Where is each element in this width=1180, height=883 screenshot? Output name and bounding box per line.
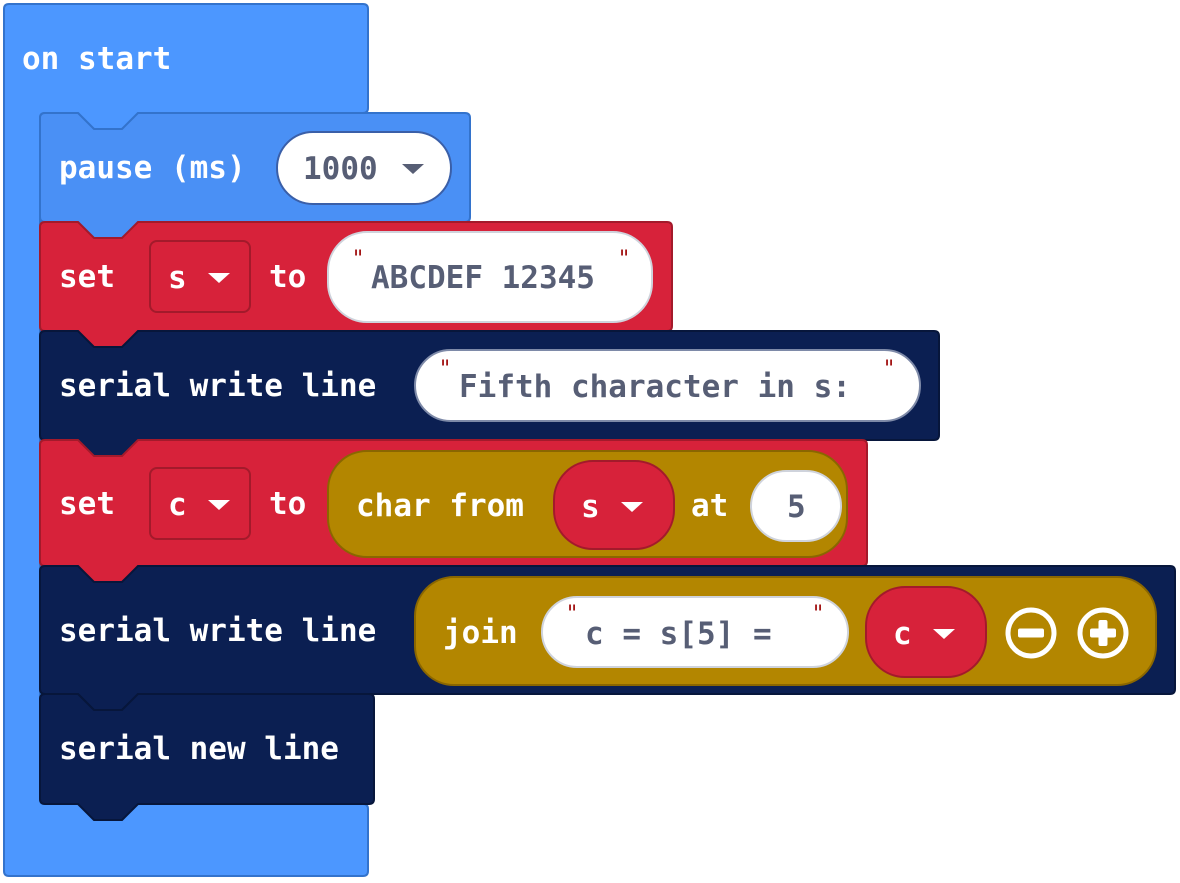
string-abcdef-value: ABCDEF 12345 — [371, 260, 595, 296]
variable-c-name: c — [168, 487, 187, 523]
variable-c-name: c — [893, 616, 912, 652]
quote-open-icon: " — [440, 357, 451, 382]
set-label: set — [59, 259, 115, 295]
set-label: set — [59, 486, 115, 522]
char-from-block[interactable]: char from s at 5 — [327, 450, 848, 558]
join-block[interactable]: join " c = s[5] = " c — [414, 576, 1157, 686]
serial-write-line-label: serial write line — [59, 368, 377, 404]
variable-s-reporter[interactable]: s — [553, 460, 675, 550]
chevron-down-icon — [208, 500, 230, 510]
string-fifth-character-input[interactable]: " Fifth character in s: " — [414, 349, 921, 422]
pause-label: pause (ms) — [59, 150, 246, 186]
chevron-down-icon — [621, 502, 643, 512]
quote-open-icon: " — [567, 602, 578, 627]
variable-s-name: s — [581, 489, 600, 525]
quote-close-icon: " — [813, 602, 824, 627]
index-value: 5 — [787, 489, 806, 525]
serial-write-line-label: serial write line — [59, 613, 377, 649]
serial-new-line-label: serial new line — [59, 731, 339, 767]
on-start-label: on start — [22, 41, 172, 77]
string-abcdef-input[interactable]: " ABCDEF 12345 " — [327, 231, 653, 323]
string-c-equals-input[interactable]: " c = s[5] = " — [541, 596, 849, 668]
quote-open-icon: " — [353, 247, 364, 272]
to-label: to — [269, 259, 307, 295]
at-label: at — [691, 488, 729, 524]
quote-close-icon: " — [884, 357, 895, 382]
variable-c-reporter[interactable]: c — [865, 586, 987, 678]
index-input[interactable]: 5 — [750, 470, 842, 542]
pause-duration-dropdown[interactable]: 1000 — [276, 131, 452, 205]
variable-s-name: s — [168, 260, 187, 296]
plus-circle-icon[interactable] — [1076, 606, 1130, 660]
pause-duration-value: 1000 — [303, 151, 378, 187]
chevron-down-icon — [933, 629, 955, 639]
minus-circle-icon[interactable] — [1004, 606, 1058, 660]
join-label: join — [443, 615, 518, 651]
chevron-down-icon — [208, 273, 230, 283]
string-c-equals-value: c = s[5] = — [585, 616, 791, 652]
variable-s-dropdown[interactable]: s — [149, 240, 251, 313]
quote-close-icon: " — [619, 247, 630, 272]
variable-c-dropdown[interactable]: c — [149, 467, 251, 540]
chevron-down-icon — [402, 164, 424, 174]
to-label: to — [269, 486, 307, 522]
string-fifth-character-value: Fifth character in s: — [459, 369, 851, 405]
char-from-label: char from — [356, 488, 524, 524]
